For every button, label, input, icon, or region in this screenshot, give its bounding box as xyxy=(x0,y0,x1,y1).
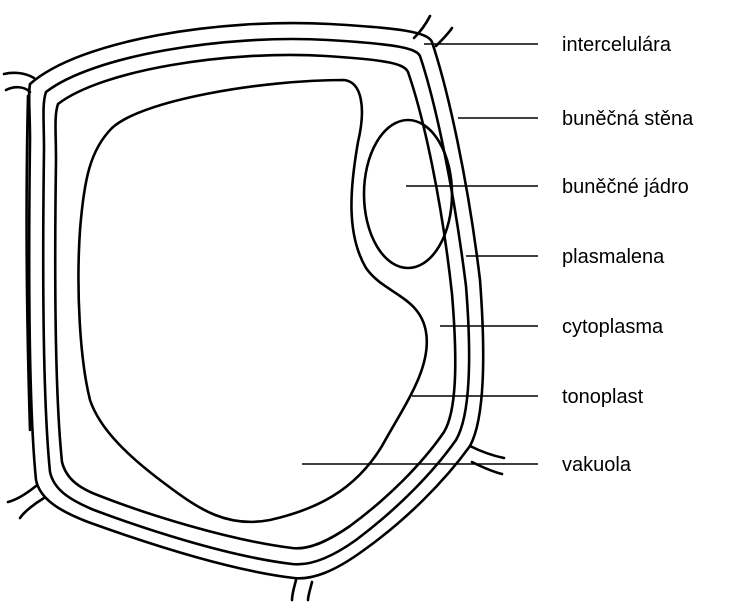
label-plasma-membrane: plasmalena xyxy=(562,246,665,268)
label-nucleus: buněčné jádro xyxy=(562,176,689,198)
label-cell-wall: buněčná stěna xyxy=(562,108,694,130)
label-tonoplast: tonoplast xyxy=(562,386,644,408)
leader-lines xyxy=(302,44,538,464)
label-vacuole: vakuola xyxy=(562,454,632,476)
labels: intercelulára buněčná stěna buněčné jádr… xyxy=(562,34,694,476)
plasma-membrane xyxy=(55,55,455,548)
cell-wall-inner xyxy=(43,39,469,564)
label-cytoplasm: cytoplasma xyxy=(562,316,664,338)
label-intercellular: intercelulára xyxy=(562,34,672,56)
